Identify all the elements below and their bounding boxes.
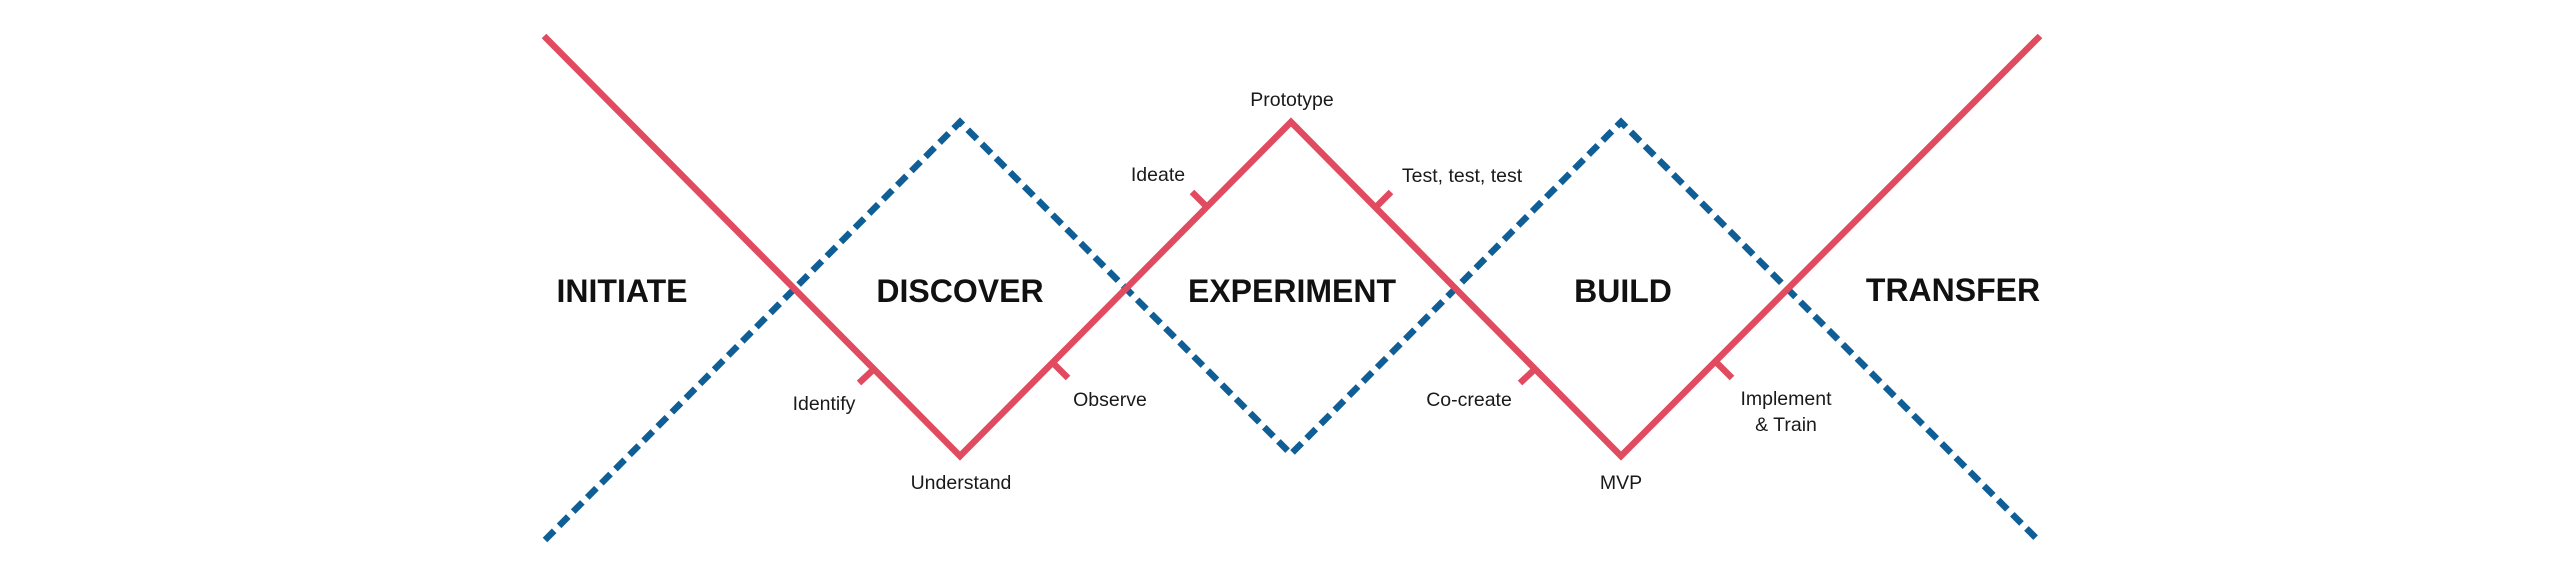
ideate-tick (1189, 189, 1210, 210)
step-label-mvp: MVP (1600, 472, 1642, 494)
step-label-identify: Identify (793, 393, 856, 415)
phase-label-experiment: EXPERIMENT (1188, 273, 1396, 309)
step-label-ideate: Ideate (1131, 164, 1185, 186)
step-label-observe: Observe (1073, 389, 1147, 411)
phase-label-discover: DISCOVER (876, 273, 1043, 309)
phase-label-transfer: TRANSFER (1866, 272, 2040, 308)
observe-tick (1050, 360, 1071, 381)
step-label-co-create: Co-create (1426, 389, 1512, 411)
implement-tick (1714, 360, 1735, 381)
dashed-zigzag-line (542, 117, 2041, 543)
solid-zigzag-line (541, 33, 2043, 461)
identify-tick (856, 366, 877, 386)
phase-label-initiate: INITIATE (557, 273, 688, 309)
step-label-implement-line2: & Train (1755, 414, 1817, 436)
step-label-implement-line1: Implement (1740, 388, 1832, 410)
step-label-understand: Understand (911, 472, 1012, 494)
step-label-prototype: Prototype (1250, 89, 1333, 111)
co-create-tick (1517, 366, 1538, 386)
phase-label-build: BUILD (1574, 273, 1672, 309)
test-tick (1373, 189, 1394, 210)
step-label-test: Test, test, test (1402, 165, 1523, 187)
